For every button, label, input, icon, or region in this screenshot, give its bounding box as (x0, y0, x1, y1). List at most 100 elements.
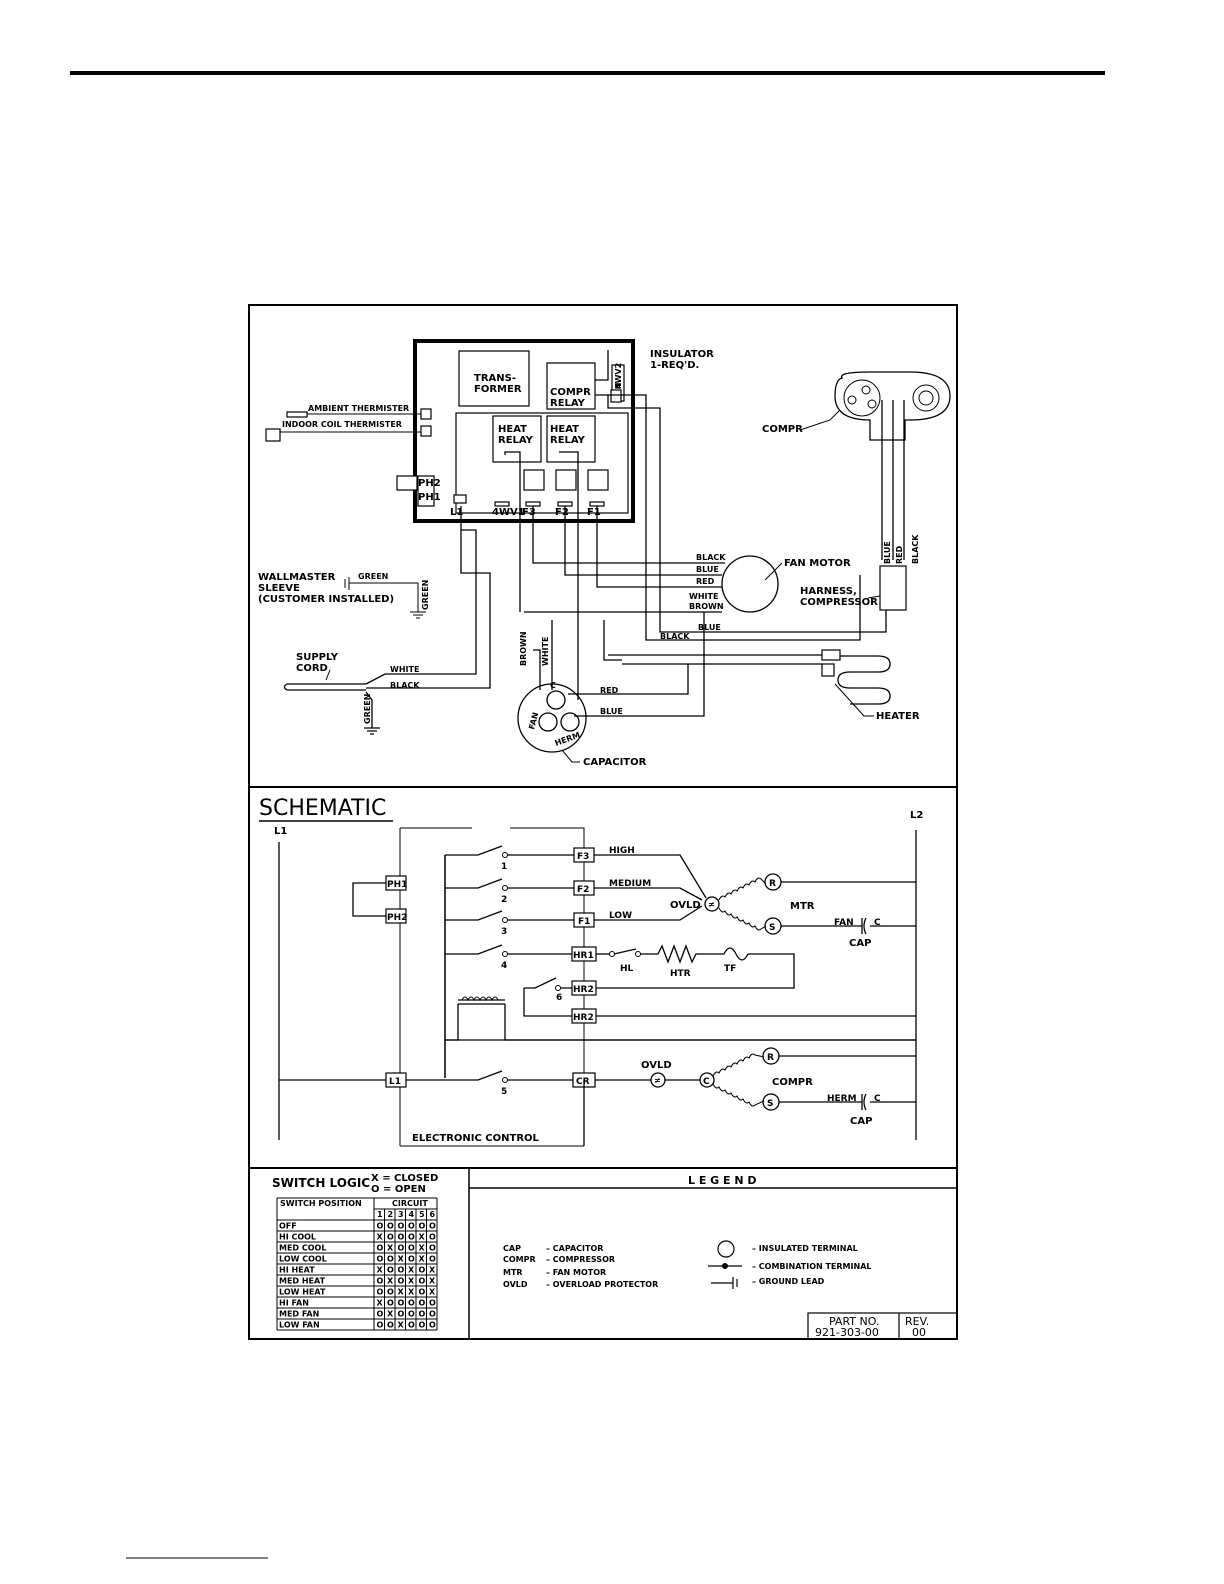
harness-leader (867, 595, 881, 599)
transformer-coil (461, 996, 499, 1002)
table-cell: O (398, 1310, 405, 1319)
table-row-name: MED FAN (279, 1310, 319, 1319)
table-cell: X (408, 1277, 415, 1286)
table-cell: X (398, 1255, 405, 1264)
bus-top (444, 855, 916, 1146)
table-cell: O (408, 1233, 415, 1242)
schem-term-hr2b: HR2 (573, 1013, 594, 1023)
ground-icon (711, 1277, 738, 1289)
hl-dot-1 (609, 951, 615, 957)
table-cell: X (377, 1233, 384, 1242)
schem-term-hr2a: HR2 (573, 985, 594, 995)
wire-l1-supply (385, 506, 491, 689)
compr-label: COMPR (762, 424, 803, 435)
table-header-position: SWITCH POSITION (280, 1199, 362, 1208)
table-row-name: HI HEAT (279, 1266, 315, 1275)
table-cell: O (419, 1222, 426, 1231)
table-row-name: MED COOL (279, 1244, 326, 1253)
wire-f3-fan-black (532, 506, 725, 564)
thermister-plug-2 (420, 425, 432, 437)
legend-section: L E G E N D CAP – CAPACITOR COMPR – COMP… (469, 1174, 958, 1340)
part-no-label: PART NO. (829, 1315, 879, 1328)
compr-s-label: S (767, 1099, 773, 1109)
low-lead (594, 905, 703, 921)
indoor-coil-thermister-label: INDOOR COIL THERMISTER (282, 420, 402, 429)
fan-winding-r (718, 877, 767, 901)
wire-cap-brown (533, 649, 541, 690)
table-row-name: HI FAN (279, 1299, 309, 1308)
wire-f1-fan-red (596, 506, 722, 588)
table-cell: X (387, 1310, 394, 1319)
schem-term-f3: F3 (577, 852, 589, 862)
table-cell: O (398, 1299, 405, 1308)
schematic-l2-label: L2 (910, 810, 923, 821)
fan-wire-white-label: WHITE (689, 592, 718, 601)
table-cell: O (387, 1233, 394, 1242)
table-cell: X (429, 1266, 436, 1275)
table-cell: O (377, 1222, 384, 1231)
terminal-tab-l1 (453, 494, 467, 504)
table-cell: O (419, 1299, 426, 1308)
fan-cap-fan-label: FAN (834, 918, 854, 928)
compr-cap-label: CAP (850, 1116, 872, 1127)
compr-winding-s (712, 1083, 765, 1107)
rev-label: REV. (905, 1315, 929, 1328)
table-circuit-number: 6 (430, 1210, 436, 1219)
table-row-name: LOW FAN (279, 1321, 320, 1330)
table-cell: O (429, 1233, 436, 1242)
legend-combination-terminal: – COMBINATION TERMINAL (752, 1262, 871, 1271)
compr-leader (799, 409, 841, 431)
transformer-label: TRANS-FORMER (474, 373, 522, 395)
hl-switch (613, 948, 637, 955)
board-terminal-f1: F1 (587, 507, 601, 518)
fan-wire-red-label: RED (696, 577, 715, 586)
harness-sleeve (879, 565, 907, 611)
table-cell: O (429, 1255, 436, 1264)
hl-label: HL (620, 964, 634, 974)
wire-compr-relay-blue (595, 350, 887, 633)
table-cell: X (387, 1277, 394, 1286)
compr-label: COMPR (772, 1077, 813, 1088)
cap-blue-label: BLUE (600, 707, 623, 716)
table-circuit-number: 1 (377, 1210, 383, 1219)
wire-compr-relay-black (595, 394, 861, 641)
schem-terminal-boxes (385, 847, 597, 1088)
capacitor-c-label: C (550, 681, 556, 690)
mtr-label: MTR (790, 901, 815, 912)
part-number-box (807, 1312, 958, 1340)
ovld-compr-label: OVLD (641, 1060, 672, 1071)
supply-cord-green (364, 691, 380, 735)
legend-abbr-ovld: OVLD (503, 1280, 528, 1289)
circle-icon (717, 1240, 735, 1258)
wire-relay-heater (504, 451, 521, 506)
table-cell: O (377, 1310, 384, 1319)
compr-cap-c-label: C (874, 1094, 881, 1104)
table-cell: O (408, 1321, 415, 1330)
ph2-label: PH2 (418, 478, 441, 489)
heater-element (821, 649, 891, 705)
ovld-fan (704, 896, 720, 912)
switch-num-5: 5 (501, 1087, 507, 1097)
switch-num-1: 1 (501, 862, 507, 872)
table-cell: O (419, 1310, 426, 1319)
harness-blue-label: BLUE (883, 541, 892, 564)
capacitor-herm-label: HERM (554, 730, 582, 747)
thermister-probe-1 (286, 411, 308, 418)
table-row-name: OFF (279, 1222, 297, 1231)
terminal-tab-f3 (525, 501, 541, 507)
low-label: LOW (609, 911, 632, 921)
wire-fan-white (519, 506, 722, 613)
table-cell: O (408, 1299, 415, 1308)
blue-label-mid: BLUE (698, 623, 721, 632)
board-terminal-l1: L1 (450, 507, 463, 518)
table-row-name: MED HEAT (279, 1277, 326, 1286)
legend-desc-cap: – CAPACITOR (546, 1244, 603, 1253)
table-cell: O (429, 1321, 436, 1330)
table-cell: O (419, 1277, 426, 1286)
legend-title: L E G E N D (688, 1174, 757, 1187)
ph1-label: PH1 (418, 492, 441, 503)
insulator-tab (610, 389, 622, 403)
fan-wire-blue-label: BLUE (696, 565, 719, 574)
